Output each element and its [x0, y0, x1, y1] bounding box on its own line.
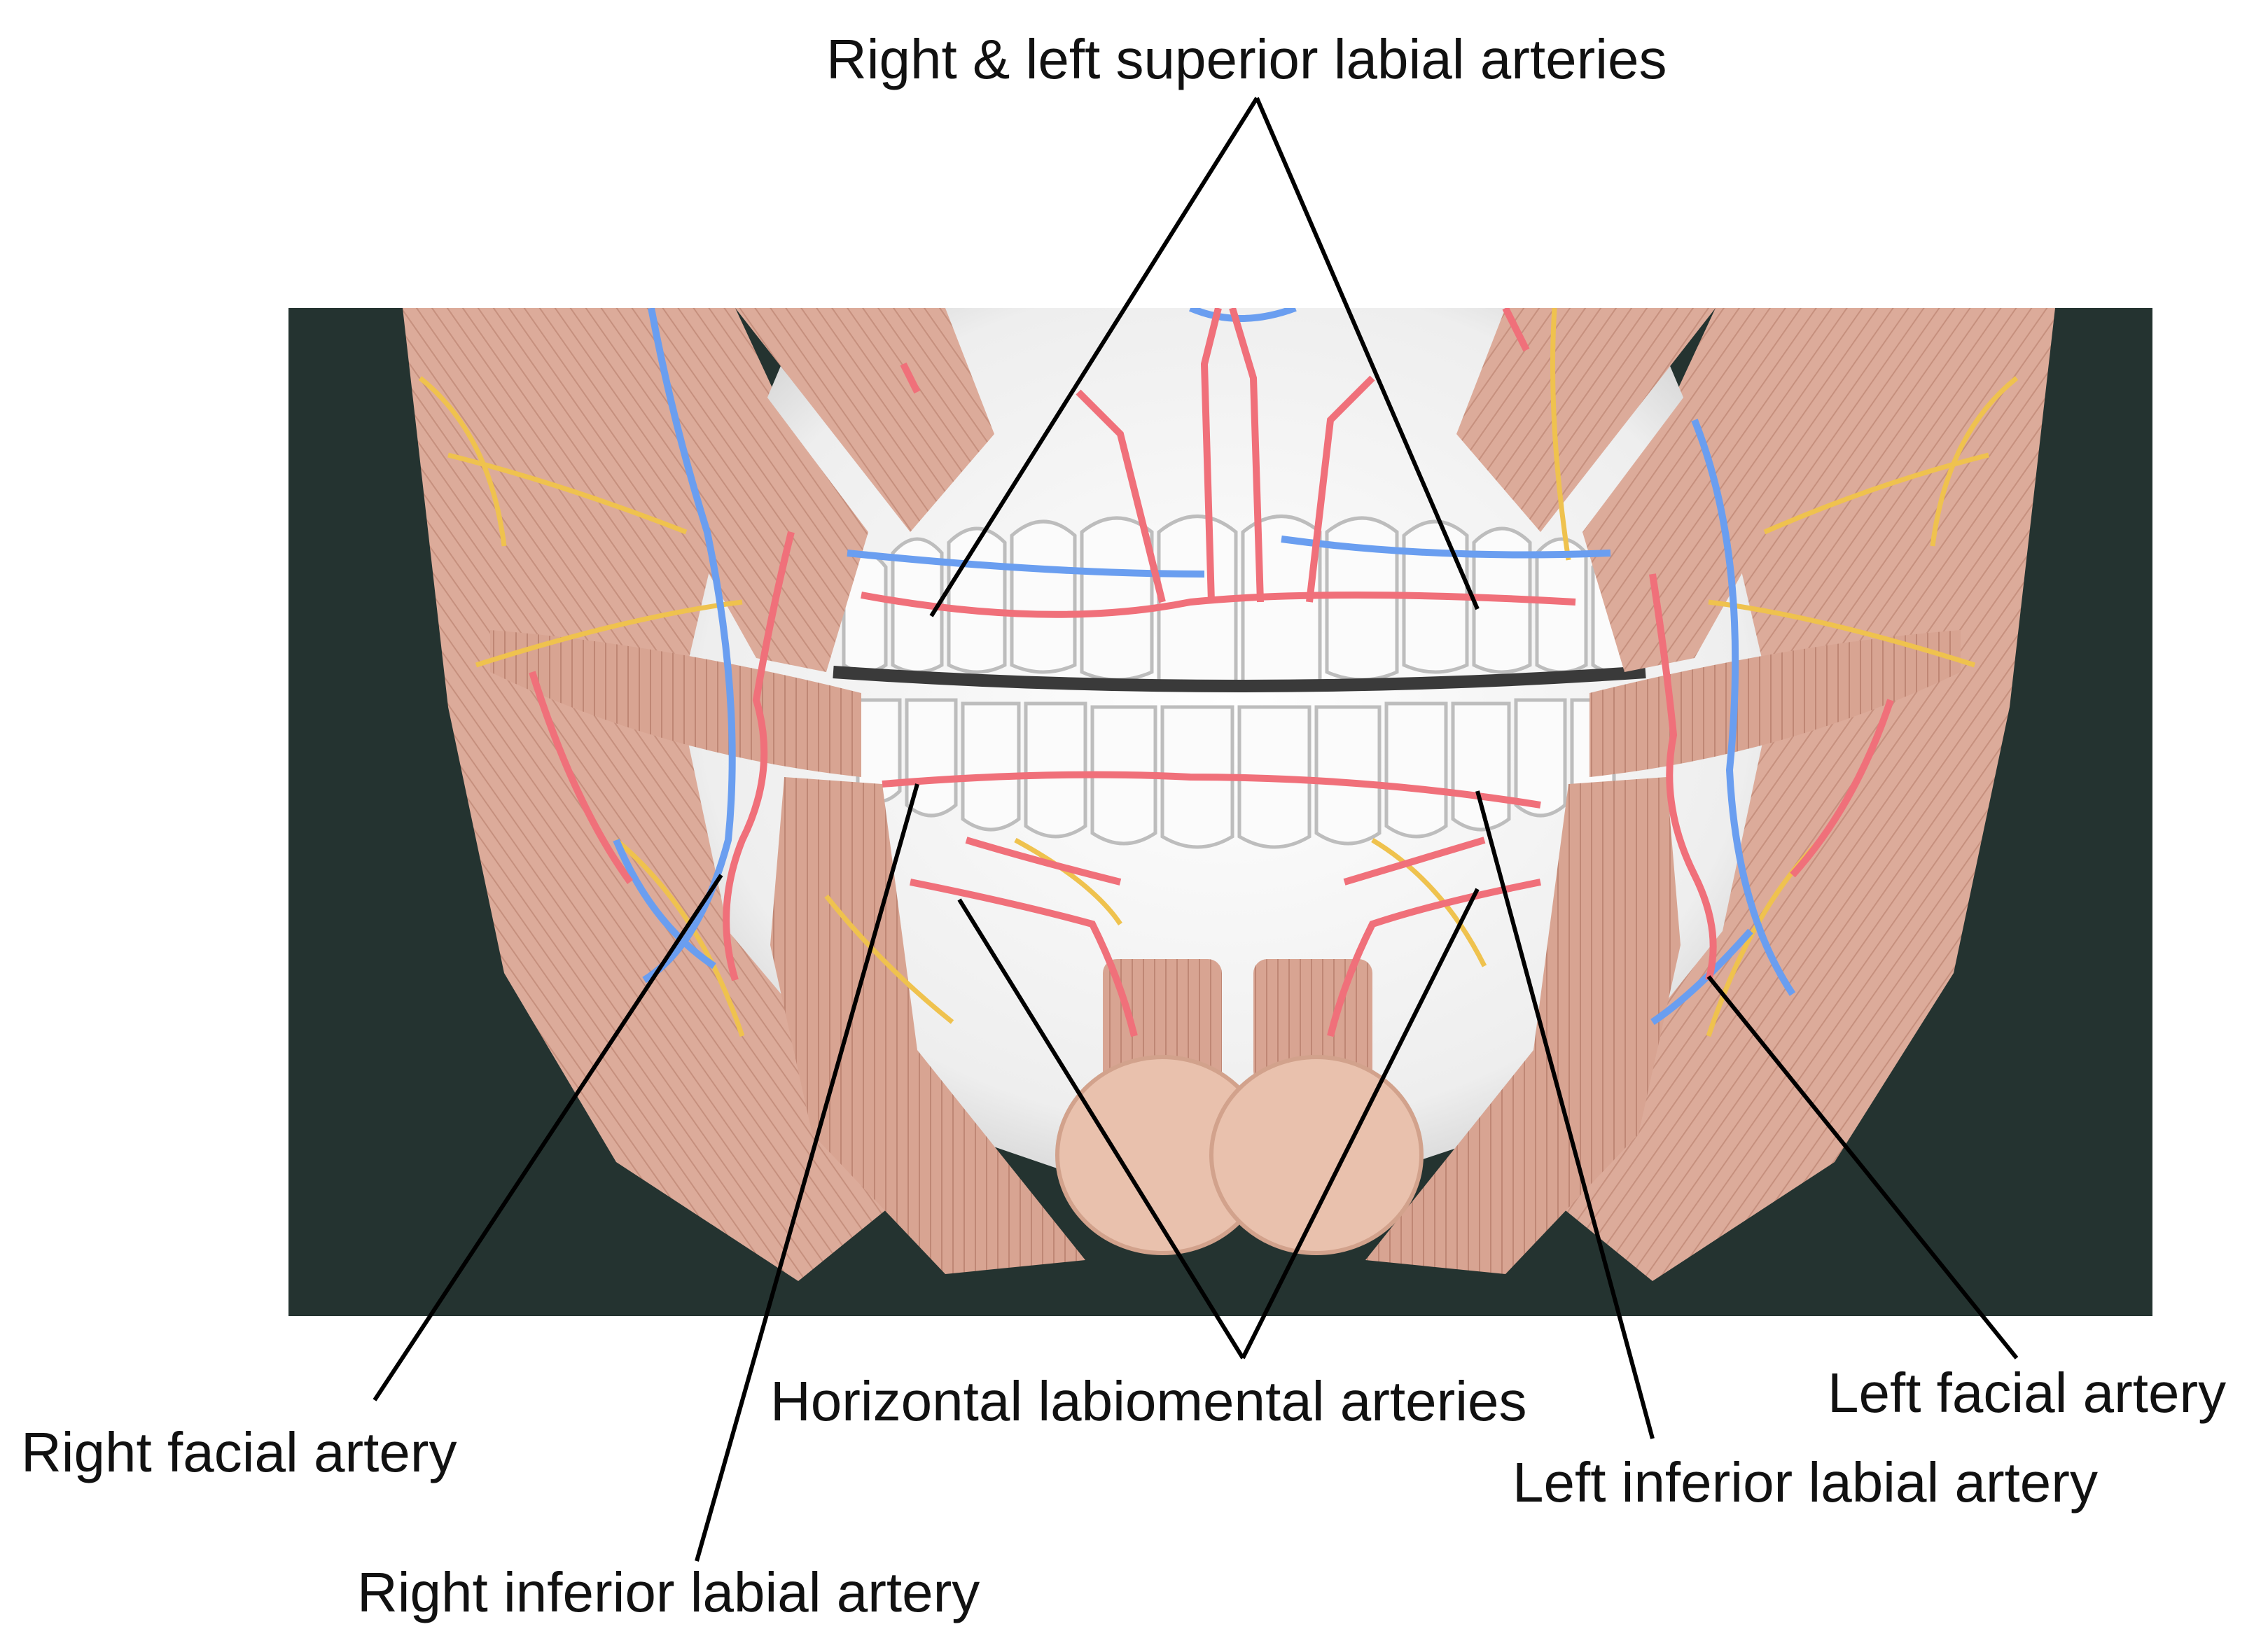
leader-superior-labial-left [1255, 97, 1480, 610]
labiomental-branches-right [1327, 879, 1541, 1037]
leader-horizontal-labiomental-left [1241, 888, 1480, 1359]
leader-superior-labial-right [929, 97, 1259, 617]
upper-center-muscle-right [1456, 308, 1716, 532]
left-depressor-muscle [770, 777, 1085, 1274]
inferior-labial-artery-path [882, 771, 1541, 809]
label-right-inferior-labial-artery: Right inferior labial artery [357, 1561, 980, 1623]
label-left-facial-artery: Left facial artery [1828, 1362, 2227, 1424]
right-horizontal-muscle [1589, 630, 1961, 777]
leader-horizontal-labiomental-right [957, 898, 1245, 1359]
right-depressor-muscle [1365, 777, 1681, 1274]
left-facial-artery-path [1649, 573, 1717, 981]
labiomental-branches-left [910, 879, 1138, 1037]
right-facial-artery-path [723, 531, 795, 981]
lower-teeth [856, 698, 1616, 849]
superior-labial-artery-path [861, 592, 1576, 618]
arteries [529, 308, 1894, 1037]
upper-left-muscle-band [560, 308, 868, 672]
left-mentalis-muscle [1103, 959, 1222, 1085]
upper-center-muscle-left [735, 308, 994, 532]
leader-right-facial-artery [373, 874, 723, 1401]
label-superior-labial-arteries: Right & left superior labial arteries [826, 28, 1667, 90]
nerves [418, 308, 2019, 1037]
leader-left-facial-artery [1706, 975, 2019, 1359]
label-horizontal-labiomental-arteries: Horizontal labiomental arteries [770, 1370, 1527, 1432]
leader-right-inferior-labial-artery [695, 783, 919, 1562]
left-horizontal-muscle [490, 630, 861, 777]
bite-line [833, 666, 1646, 692]
label-right-facial-artery: Right facial artery [21, 1421, 457, 1483]
leader-lines [373, 97, 2019, 1562]
upper-right-muscle-band [1582, 308, 1891, 672]
leader-left-inferior-labial-artery [1475, 790, 1655, 1439]
label-left-inferior-labial-artery: Left inferior labial artery [1512, 1451, 2098, 1513]
veins [613, 308, 1796, 1026]
right-chin-fat-pad [1209, 1055, 1424, 1255]
